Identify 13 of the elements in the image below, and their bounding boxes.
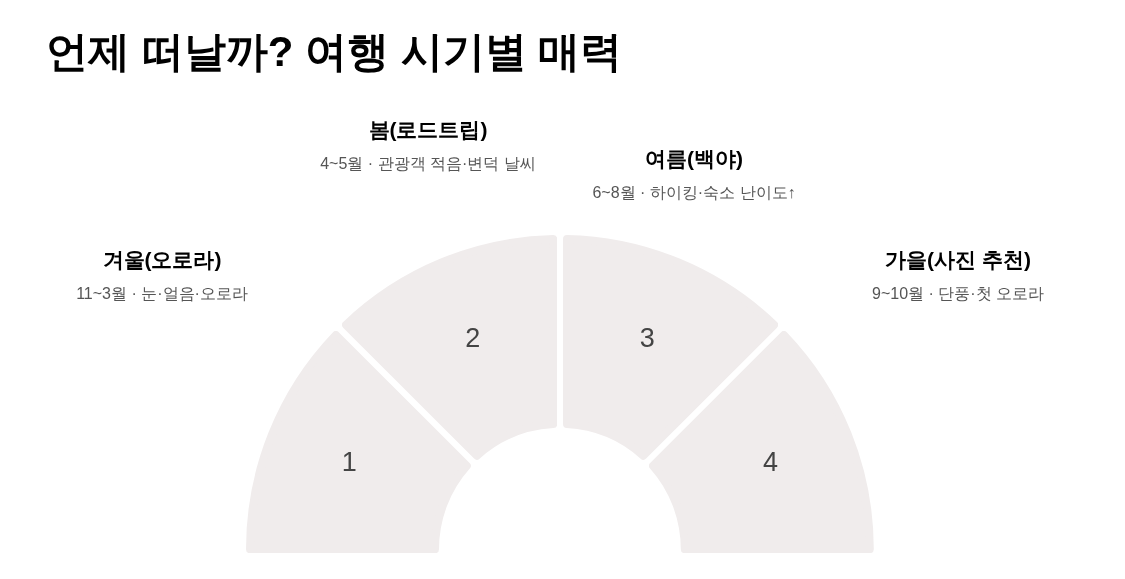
season-heading: 겨울(오로라) [102, 247, 222, 273]
season-heading: 여름(백야) [645, 146, 743, 172]
season-heading: 봄(로드트립) [368, 117, 488, 143]
season-description: 9~10월 · 단풍·첫 오로라 [872, 284, 1044, 305]
title: 언제 떠날까? 여행 시기별 매력 [46, 27, 623, 77]
season-description: 6~8월 · 하이킹·숙소 난이도↑ [592, 183, 796, 204]
segment-number: 4 [763, 448, 779, 476]
season-heading: 가을(사진 추천) [885, 247, 1031, 273]
segment-number: 2 [465, 324, 481, 352]
season-description: 11~3월 · 눈·얼음·오로라 [76, 284, 248, 305]
season-description: 4~5월 · 관광객 적음·변덕 날씨 [320, 154, 536, 175]
segment-number: 3 [639, 324, 655, 352]
segment-number: 1 [341, 448, 357, 476]
